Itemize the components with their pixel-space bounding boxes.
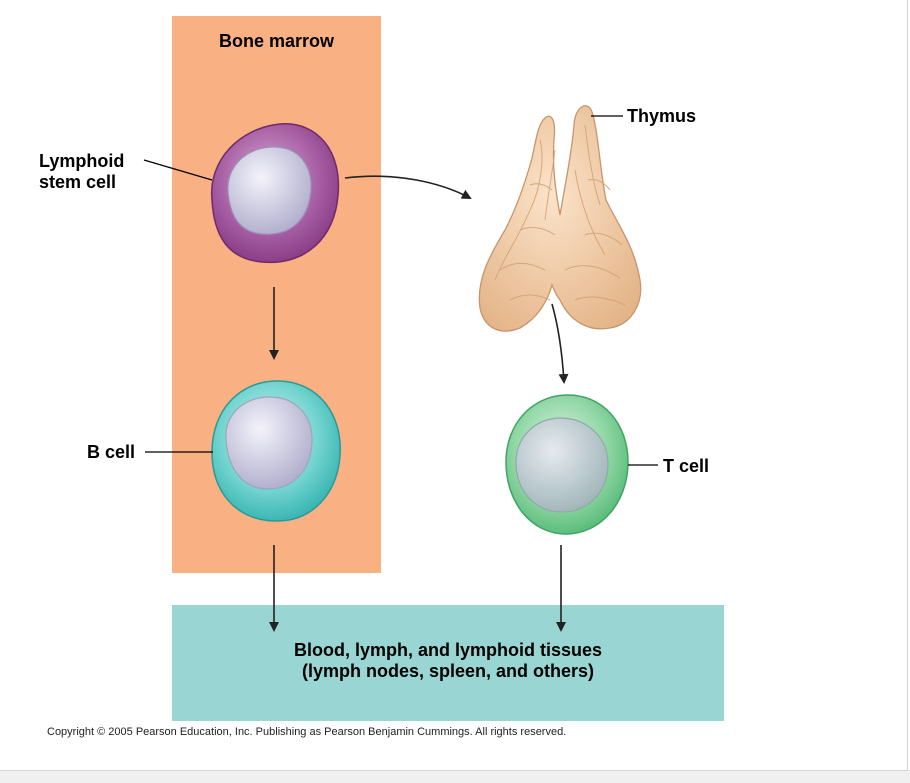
label-leader-lines [143, 115, 658, 466]
lymphoid-tissues-label: Blood, lymph, and lymphoid tissues (lymp… [172, 640, 724, 682]
b-cell [211, 380, 341, 522]
lymphoid-stem-cell-label: Lymphoid stem cell [39, 151, 124, 193]
lymphoid-tissues-label-line1: Blood, lymph, and lymphoid tissues [293, 640, 603, 660]
b-cell-label: B cell [87, 442, 136, 462]
lymphoid-stem-cell-label-line2: stem cell [39, 172, 117, 192]
thymus-label: Thymus [627, 106, 697, 126]
arrows [269, 175, 569, 632]
thymus-gland [478, 105, 642, 332]
lymphoid-tissues-label-line2: (lymph nodes, spleen, and others) [301, 661, 595, 681]
t-cell-label: T cell [663, 456, 710, 476]
lymphoid-stem-cell-label-line1: Lymphoid [39, 151, 125, 171]
lymphoid-stem-cell [210, 123, 340, 264]
bone-marrow-label: Bone marrow [218, 31, 335, 51]
copyright-notice: Copyright © 2005 Pearson Education, Inc.… [47, 726, 567, 738]
arrow-thymus-to-t-cell [551, 303, 569, 384]
lymphoid-stem-cell-leader [143, 159, 213, 181]
lymphoid-tissues-panel [172, 605, 724, 721]
window-bottom-bar [0, 770, 910, 783]
window-border-right [907, 0, 908, 770]
arrow-stem-to-thymus [344, 175, 472, 199]
t-cell [505, 394, 629, 535]
